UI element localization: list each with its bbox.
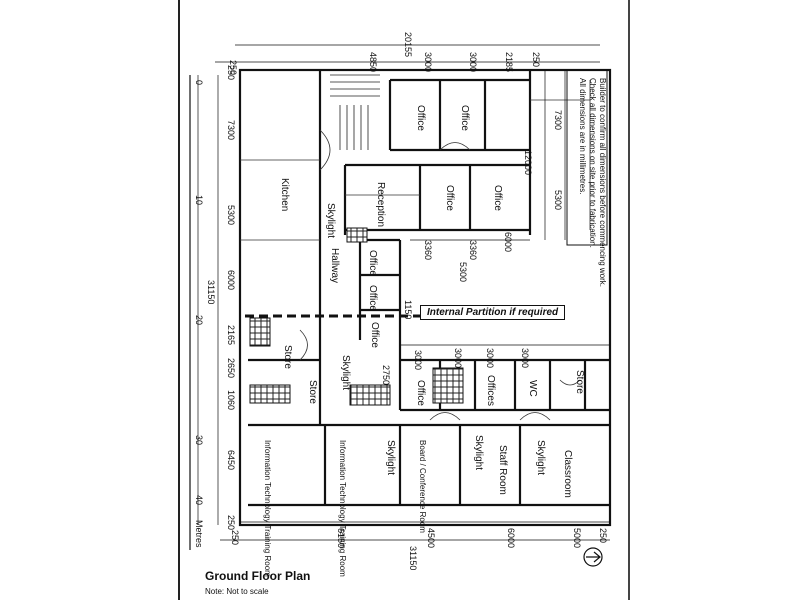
note-line: Check all dimensions on site prior to fa… bbox=[588, 78, 597, 248]
room-label: Office bbox=[415, 105, 426, 131]
dimension-label: 5300 bbox=[226, 205, 236, 225]
scale-label: 40 bbox=[194, 495, 204, 505]
hatch-store-b bbox=[249, 384, 291, 404]
dimension-label: 250 bbox=[228, 60, 238, 75]
dimension-label: 250 bbox=[230, 530, 240, 545]
dimension-label: 31150 bbox=[408, 546, 418, 570]
stairs bbox=[330, 74, 380, 150]
room-label: Offices bbox=[485, 375, 496, 406]
notes-text: All dimensions are in millimetres. Check… bbox=[578, 78, 607, 287]
hatch-hall bbox=[346, 227, 368, 243]
scale-label: 0 bbox=[194, 80, 204, 85]
dimension-label: 250 bbox=[531, 52, 541, 67]
dimension-label: 5300 bbox=[553, 190, 563, 210]
dimension-label: 7300 bbox=[553, 110, 563, 130]
dimension-label: 12000 bbox=[523, 150, 533, 175]
hatch-store-a bbox=[249, 317, 271, 347]
room-label: Staff Room bbox=[497, 445, 508, 495]
dimension-label: 250 bbox=[226, 65, 236, 80]
room-label: Office bbox=[369, 322, 380, 348]
room-label: Information Technology Training Room bbox=[338, 440, 347, 577]
dimension-label: 3000 bbox=[423, 52, 433, 72]
dimension-label: 2750 bbox=[381, 365, 391, 385]
dimension-label: 250 bbox=[598, 528, 608, 543]
dimension-label: 31150 bbox=[206, 280, 216, 304]
dimension-label: 3000 bbox=[520, 348, 530, 368]
dimension-label: 20155 bbox=[403, 32, 413, 57]
notes-box bbox=[566, 69, 608, 246]
room-label: Reception bbox=[375, 182, 386, 227]
room-label: WC bbox=[527, 380, 538, 397]
room-label: Skylight bbox=[340, 355, 351, 390]
scale-label: 30 bbox=[194, 435, 204, 445]
room-label: Office bbox=[492, 185, 503, 211]
dimension-label: 7300 bbox=[226, 120, 236, 140]
room-label: Board / Conference Room bbox=[418, 440, 427, 533]
room-label: Office bbox=[459, 105, 470, 131]
north-arrow-icon bbox=[583, 547, 603, 567]
dimension-label: 250 bbox=[226, 515, 236, 530]
scale-label: 20 bbox=[194, 315, 204, 325]
plan-subtitle: Note: Not to scale bbox=[205, 587, 269, 596]
room-label: Information Technology Training Room bbox=[263, 440, 272, 577]
room-label: Skylight bbox=[473, 435, 484, 470]
dimension-label: 6000 bbox=[503, 232, 513, 252]
dimension-label: 6450 bbox=[226, 450, 236, 470]
scale-label: 10 bbox=[194, 195, 204, 205]
dimension-label: 3360 bbox=[468, 240, 478, 260]
room-label: Store bbox=[574, 370, 585, 394]
dimension-label: 5300 bbox=[458, 262, 468, 282]
note-line: All dimensions are in millimetres. bbox=[578, 78, 587, 194]
room-label: Office bbox=[415, 380, 426, 406]
dimension-label: 2165 bbox=[226, 325, 236, 345]
sheet-left-edge bbox=[178, 0, 180, 600]
room-label: Store bbox=[282, 345, 293, 369]
room-label: Skylight bbox=[325, 203, 336, 238]
room-label: Store bbox=[307, 380, 318, 404]
dimension-label: 4500 bbox=[426, 528, 436, 548]
hatch-office bbox=[432, 367, 464, 404]
room-label: Classroom bbox=[562, 450, 573, 498]
room-label: Skylight bbox=[385, 440, 396, 475]
scale-bar: 0 10 20 30 40 Metres bbox=[189, 75, 204, 550]
building-outline bbox=[238, 68, 612, 527]
dimension-label: 3000 bbox=[413, 350, 423, 370]
sheet-right-edge bbox=[628, 0, 630, 600]
room-label: Office bbox=[367, 250, 378, 276]
dimension-label: 4850 bbox=[368, 52, 378, 72]
note-line: Builder to confirm all dimensions before… bbox=[598, 78, 607, 287]
room-label: Kitchen bbox=[279, 178, 290, 211]
dimension-label: 2650 bbox=[226, 358, 236, 378]
room-label: Hallway bbox=[329, 248, 340, 283]
room-label: Office bbox=[444, 185, 455, 211]
partition-label: Internal Partition if required bbox=[420, 305, 566, 320]
dimension-label: 6000 bbox=[226, 270, 236, 290]
dimension-label: 3000 bbox=[468, 52, 478, 72]
dimension-label: 3000 bbox=[453, 348, 463, 368]
scale-label: Metres bbox=[194, 520, 204, 548]
dimension-label: 3000 bbox=[485, 348, 495, 368]
dimension-label: 3360 bbox=[423, 240, 433, 260]
dimension-label: 5000 bbox=[572, 528, 582, 548]
hatch-corridor bbox=[349, 384, 391, 406]
dimension-label: 6150 bbox=[336, 528, 346, 548]
room-label: Skylight bbox=[535, 440, 546, 475]
plan-title: Ground Floor Plan bbox=[205, 569, 311, 583]
room-label: Office bbox=[367, 285, 378, 311]
dimension-label: 1150 bbox=[403, 300, 413, 319]
dimension-label: 2185 bbox=[504, 52, 514, 72]
dimension-label: 1060 bbox=[226, 390, 236, 410]
dimension-label: 6000 bbox=[506, 528, 516, 548]
